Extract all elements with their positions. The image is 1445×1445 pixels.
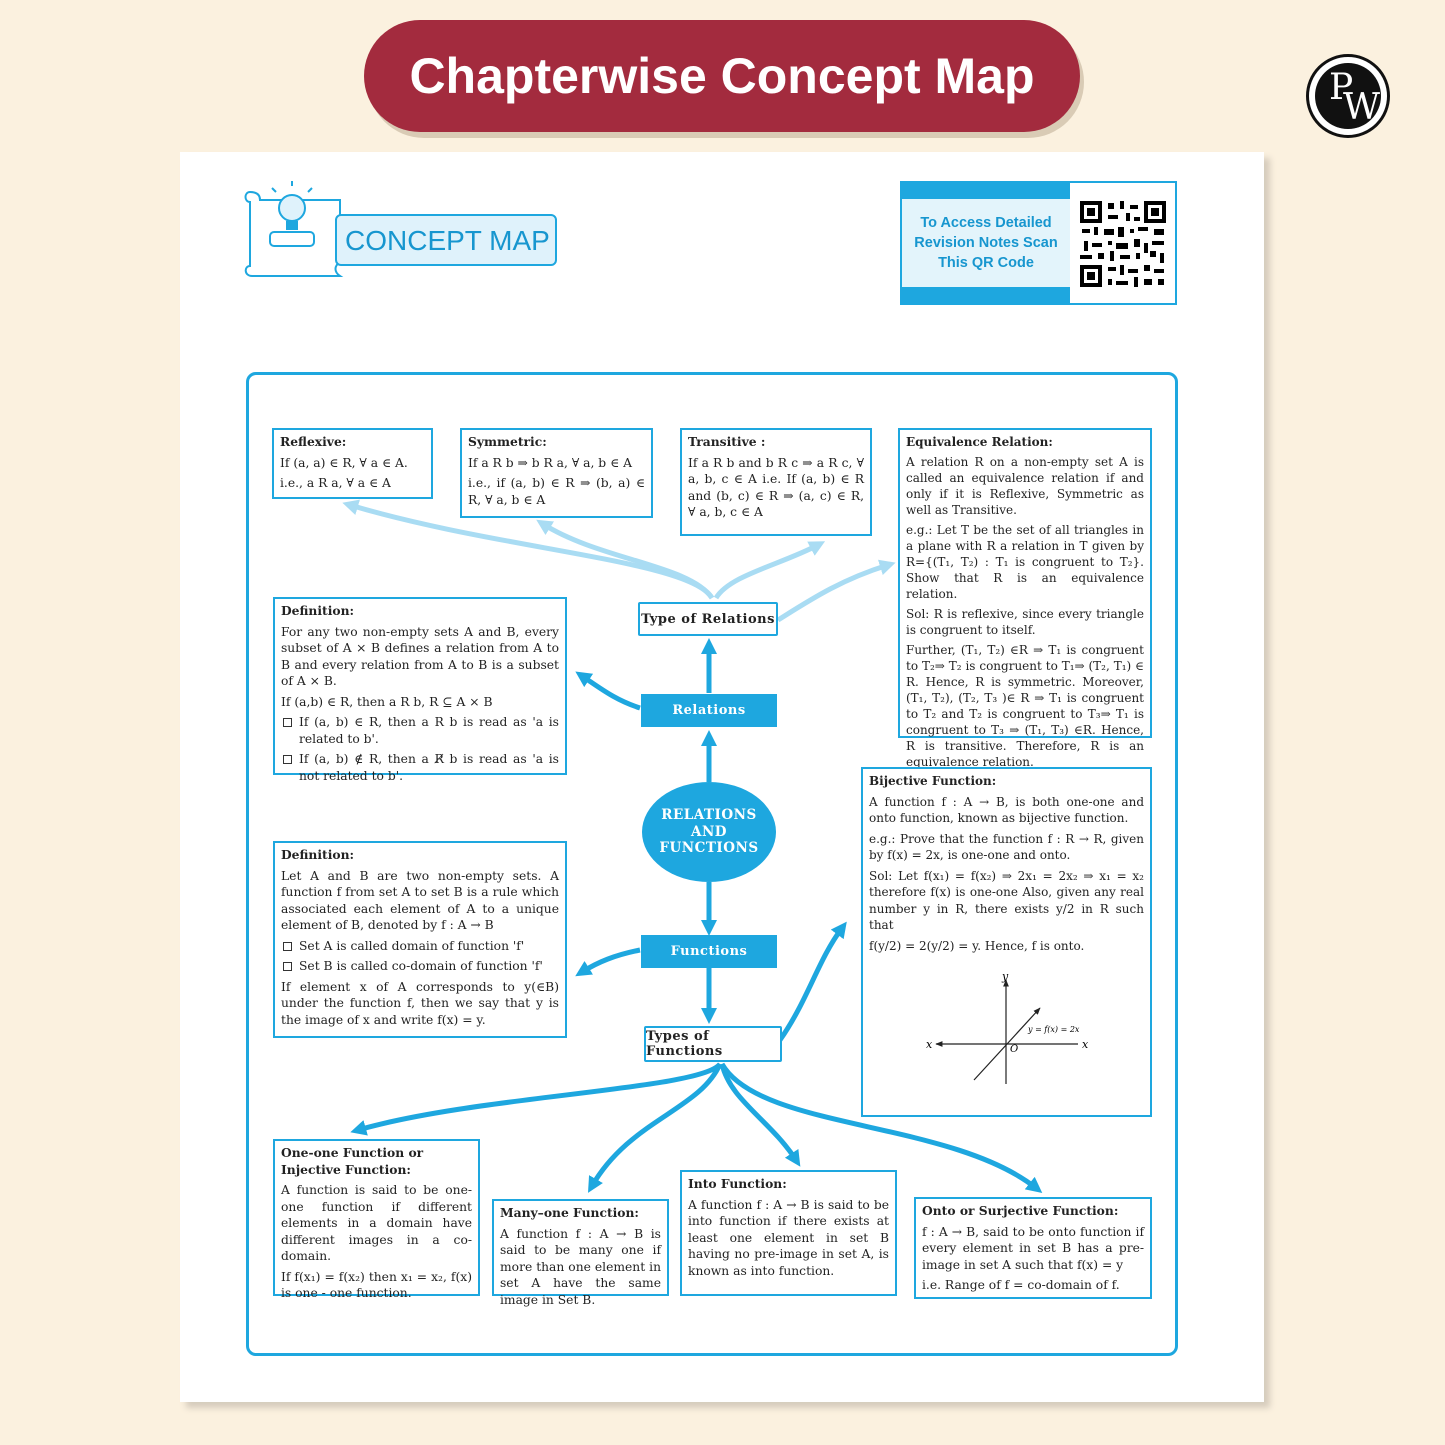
x-axis-label: x	[1082, 1038, 1089, 1051]
page-title: Chapterwise Concept Map	[409, 48, 1035, 104]
title-banner: Chapterwise Concept Map	[364, 20, 1080, 132]
one-one-function-box: One-one Function or Injective Function: …	[273, 1139, 480, 1300]
function-definition-box: Definition: Let A and B are two non-empt…	[273, 841, 567, 1038]
node-relations: Relations	[641, 694, 777, 727]
transitive-box: Transitive : If a R b and b R c ⇒ a R c,…	[680, 428, 872, 536]
relation-definition-box: Definition: For any two non-empty sets A…	[273, 597, 567, 783]
list-item: Set A is called domain of function 'f'	[281, 938, 559, 955]
origin-label: O	[1010, 1044, 1018, 1055]
concept-map-label: CONCEPT MAP	[335, 214, 557, 266]
list-item: If (a, b) ∈ R, then a R b is read as 'a …	[281, 714, 559, 747]
curve-label: y = f(x) = 2x	[1027, 1025, 1080, 1034]
list-item: If (a, b) ∉ R, then a R̸ b is read as 'a…	[281, 751, 559, 784]
y-axis-label: y	[1001, 972, 1009, 983]
into-function-box: Into Function: A function f : A → B is s…	[680, 1170, 897, 1296]
symmetric-box: Symmetric: If a R b ⇒ b R a, ∀ a, b ∈ A …	[460, 428, 653, 518]
bulb-scroll-icon	[244, 181, 344, 277]
concept-map-frame	[246, 372, 1178, 1356]
onto-function-box: Onto or Surjective Function: f : A → B, …	[914, 1197, 1152, 1299]
center-node: RELATIONS AND FUNCTIONS	[642, 782, 776, 882]
node-functions: Functions	[641, 935, 777, 968]
qr-instruction: To Access Detailed Revision Notes Scan T…	[902, 199, 1070, 287]
x-neg-axis-label: x	[926, 1038, 933, 1051]
qr-panel[interactable]: To Access Detailed Revision Notes Scan T…	[900, 181, 1177, 305]
equivalence-relation-box: Equivalence Relation: A relation R on a …	[898, 428, 1152, 769]
linear-function-graph: y x x O y = f(x) = 2x	[926, 972, 1089, 1084]
many-one-function-box: Many–one Function: A function f : A → B …	[492, 1199, 669, 1307]
list-item: Set B is called co-domain of function 'f…	[281, 958, 559, 975]
pw-logo: P W	[1306, 54, 1390, 138]
node-type-of-relations: Type of Relations	[638, 602, 778, 636]
reflexive-box: Reflexive: If (a, a) ∈ R, ∀ a ∈ A. i.e.,…	[272, 428, 433, 499]
qr-code-icon[interactable]	[1078, 199, 1168, 289]
bijective-function-box: Bijective Function: A function f : A → B…	[861, 767, 1152, 1117]
node-types-of-functions: Types of Functions	[644, 1026, 782, 1062]
